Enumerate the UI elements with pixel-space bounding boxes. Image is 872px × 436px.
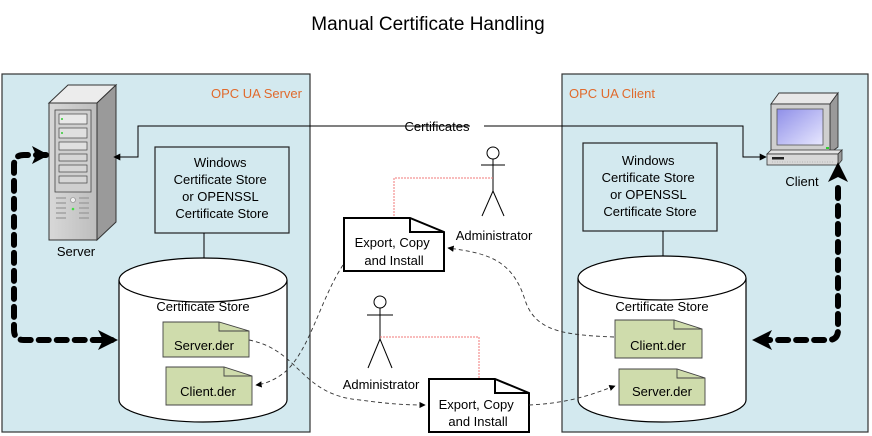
cert-file-server-der[interactable]: Server.der (618, 368, 706, 406)
desktop-computer-icon[interactable] (766, 91, 843, 167)
server-loop-arrow (11, 152, 115, 343)
server-zone: OPC UA Server Server (1, 73, 311, 433)
administrator-actor-bottom: Administrator (343, 295, 480, 392)
stick-figure-icon (367, 295, 393, 369)
store-box-line: Windows (622, 153, 675, 168)
stick-figure-icon (481, 146, 505, 217)
store-box-line: or OPENSSL (610, 187, 686, 202)
admin-link (393, 177, 493, 218)
client-os-store-box: Windows Certificate Store or OPENSSL Cer… (582, 142, 718, 232)
note-export-copy-install-top[interactable]: Export, Copy and Install (343, 217, 445, 272)
server-zone-label: OPC UA Server (211, 86, 303, 101)
administrator-label: Administrator (343, 377, 420, 392)
certificates-connector-label: Certificates (404, 119, 470, 134)
server-device-label: Server (57, 244, 96, 259)
cert-file-server-der[interactable]: Server.der (162, 321, 250, 358)
note-line: and Install (448, 414, 507, 429)
note-line: and Install (364, 253, 423, 268)
administrator-label: Administrator (456, 228, 533, 243)
transfer-flows (248, 245, 616, 409)
certificates-connector: Certificates (113, 119, 767, 161)
svg-text:Export, Copy and Install: Export, Copy and Install (439, 397, 518, 429)
note-export-copy-install-bottom[interactable]: Export, Copy and Install (428, 378, 530, 433)
store-box-line: Certificate Store (602, 170, 695, 185)
store-box-line: Certificate Store (603, 204, 696, 219)
client-zone: OPC UA Client Client Windows Certificate… (561, 73, 869, 433)
client-cert-store-label: Certificate Store (615, 299, 708, 314)
note-line: Export, Copy (439, 397, 515, 412)
client-loop-arrow (757, 185, 841, 343)
svg-text:Windows Certificate St: Windows Certificate Store or OPENSSL Cer… (174, 155, 271, 221)
client-zone-label: OPC UA Client (569, 86, 655, 101)
note-line: Export, Copy (355, 235, 431, 250)
client-device-label: Client (785, 174, 819, 189)
store-box-line: Certificate Store (174, 172, 267, 187)
cert-file-label: Client.der (630, 338, 686, 353)
svg-text:Windows Certificate St: Windows Certificate Store or OPENSSL Cer… (602, 153, 699, 219)
store-box-line: Certificate Store (175, 206, 268, 221)
cert-file-label: Server.der (174, 338, 235, 353)
server-tower-icon[interactable] (47, 83, 118, 242)
server-cert-store-label: Certificate Store (156, 299, 249, 314)
diagram-title: Manual Certificate Handling (311, 14, 544, 35)
store-box-line: Windows (194, 155, 247, 170)
flow-note-to-client-server-der (528, 384, 616, 406)
flow-note-to-server-client-der (255, 264, 344, 388)
cert-file-label: Client.der (180, 384, 236, 399)
store-box-line: or OPENSSL (182, 189, 258, 204)
cert-file-client-der[interactable]: Client.der (165, 366, 253, 406)
svg-text:Export, Copy and Install: Export, Copy and Install (355, 235, 434, 268)
admin-link (380, 336, 480, 378)
server-os-store-box: Windows Certificate Store or OPENSSL Cer… (154, 146, 290, 234)
cert-file-client-der[interactable]: Client.der (614, 319, 703, 359)
cert-file-label: Server.der (632, 384, 693, 399)
administrator-actor-top: Administrator (393, 146, 533, 243)
